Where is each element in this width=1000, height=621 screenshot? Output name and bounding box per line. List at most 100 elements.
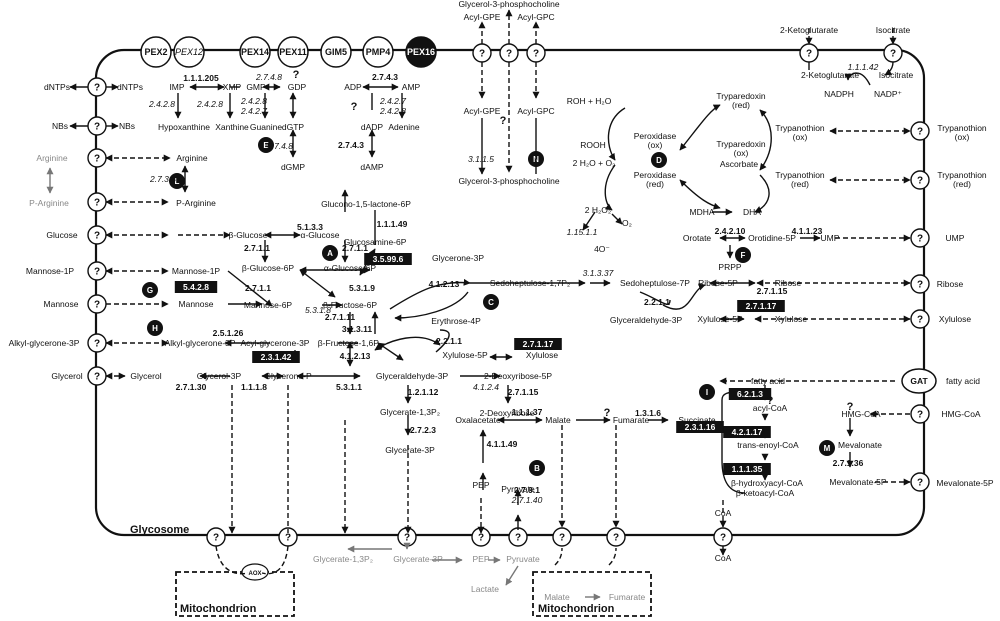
- enzyme-e27111: 2.7.1.11: [325, 312, 356, 322]
- pex12-label: PEX12: [175, 47, 203, 57]
- metabolite-trypanothion-ox-line1: (ox): [793, 132, 808, 142]
- metabolite-glycerone3p-top: Glycerone-3P: [432, 253, 484, 263]
- metabolite-a-glucose6p: α-Glucose-6P: [324, 263, 376, 273]
- enzyme-e27140: 2.7.1.40: [511, 495, 543, 505]
- metabolite-dgtp: dGTP: [282, 122, 305, 132]
- marker-a: [322, 245, 338, 261]
- marker-e-label: E: [263, 141, 269, 150]
- metabolite-trypanothion-red-line0: Trypanothion: [775, 170, 825, 180]
- enzyme-e27115b: 2.7.1.15: [757, 286, 788, 296]
- metabolite-a-glucose: α-Glucose: [301, 230, 340, 240]
- enzyme-e2748a: 2.7.4.8: [255, 72, 282, 82]
- metabolite-b-glucose: β-Glucose: [229, 230, 268, 240]
- transporter-unknown-2: ?: [94, 154, 100, 165]
- enzyme-e41123: 4.1.1.23: [792, 226, 823, 236]
- mitochondrion-left: [175, 571, 295, 617]
- enzyme-e2748b: 2.7.4.8: [266, 141, 293, 151]
- metabolite-pyruvate-out: Pyruvate: [506, 554, 540, 564]
- metabolite-glucose-out: Glucose: [46, 230, 77, 240]
- enzyme-e11137: 1.1.1.37: [512, 407, 543, 417]
- enzyme-box-e5428: [174, 281, 218, 293]
- metabolite-alkyl-out: Alkyl-glycerone-3P: [9, 338, 80, 348]
- metabolite-ketoglutarate-in: 2-Ketoglutarate: [801, 70, 859, 80]
- metabolite-NBs-in: NBs: [119, 121, 135, 131]
- metabolite-gluconolactone: Glucono-1,5-lactone-6P: [321, 199, 411, 209]
- enzyme-e2427b: 2.4.2.7: [379, 96, 406, 106]
- enzyme-e5133: 5.1.3.3: [297, 222, 323, 232]
- enzyme-e11205: 1.1.1.205: [183, 73, 219, 83]
- arrow-59: [374, 336, 441, 351]
- enzyme-box-e2711e: [737, 300, 785, 312]
- aox-label: AOX: [248, 571, 261, 577]
- metabolite-trypanothion-ox-line0: Trypanothion: [775, 123, 825, 133]
- marker-c: [483, 294, 499, 310]
- arrow-42: [227, 270, 273, 307]
- metabolite-fatty-acid-in: fatty acid: [751, 376, 785, 386]
- metabolite-mannose6p: Mannose-6P: [244, 300, 293, 310]
- metabolite-malate: Malate: [545, 415, 571, 425]
- enzyme-e23116: 2.3.1.16: [685, 422, 716, 432]
- metabolite-ribose-out: Ribose: [937, 279, 964, 289]
- metabolite-acyl-glycerone: Acyl-glycerone-3P: [241, 338, 310, 348]
- transporter-26: [552, 527, 572, 547]
- pex-proteins: PEX2 PEX12 PEX14 PEX11 GIM5 PMP4 PEX16: [140, 36, 437, 68]
- transporter-15: [910, 170, 930, 190]
- metabolite-hypoxanthine: Hypoxanthine: [158, 122, 210, 132]
- metabolite-tryparedoxin-ox-line0: Tryparedoxin: [716, 139, 766, 149]
- transporter-unknown-23: ?: [404, 533, 410, 544]
- metabolite-deoxyribose: 2-Deoxyribose: [480, 408, 535, 418]
- mitochondrion-left-label: Mitochondrion: [180, 603, 257, 615]
- metabolite-peroxidase-red-line1: (red): [646, 179, 664, 189]
- metabolite-ump-out: UMP: [946, 233, 965, 243]
- transporter-unknown-10: ?: [506, 49, 512, 60]
- arrow-105: [639, 291, 671, 305]
- metabolite-amp: AMP: [402, 82, 421, 92]
- metabolite-lactate: Lactate: [471, 584, 499, 594]
- enzyme-box-e2711d: [514, 338, 562, 350]
- transporter-unknown-6: ?: [94, 300, 100, 311]
- transporter-unknown-28: ?: [720, 533, 726, 544]
- metabolite-hmg-coa-out: HMG-CoA: [941, 409, 981, 419]
- metabolite-isocitrate-top: Isocitrate: [876, 25, 911, 35]
- transporter-unknown-12: ?: [806, 49, 812, 60]
- enzyme-e5319: 5.3.1.9: [349, 283, 375, 293]
- marker-m-label: M: [824, 444, 831, 453]
- pex16-label: PEX16: [407, 47, 435, 57]
- enzyme-e25126: 2.5.1.26: [213, 328, 244, 338]
- metabolite-peroxidase-ox-line1: (ox): [648, 140, 663, 150]
- metabolite-h2o-o2: 2 H₂O + O₂: [573, 158, 616, 168]
- arrow-93: [679, 179, 721, 210]
- enzyme-box-e23116: [676, 421, 724, 433]
- metabolite-dNTPs-in: dNTPs: [117, 82, 143, 92]
- metabolite-ribose5p: Ribose-5P: [698, 278, 738, 288]
- metabolite-coa-in: CoA: [715, 508, 732, 518]
- enzyme-e31337: 3.1.3.37: [583, 268, 614, 278]
- metabolite-b-glucose6p: β-Glucose-6P: [242, 263, 294, 273]
- arrow-106: [662, 283, 706, 310]
- aox-enzyme: [241, 563, 269, 581]
- transporter-unknown-9: ?: [479, 49, 485, 60]
- metabolite-acyl-gpc-in: Acyl-GPC: [517, 106, 554, 116]
- mitochondrion-right: [532, 571, 652, 617]
- enzyme-e2711a: 2.7.1.1: [244, 243, 270, 253]
- enzyme-e2211b: 2.2.1.1: [644, 297, 670, 307]
- metabolite-acyl-gpe-in: Acyl-GPE: [464, 106, 501, 116]
- enzyme-e12112: 1.2.1.12: [408, 387, 439, 397]
- enzyme-e2711d: 2.7.1.17: [523, 339, 554, 349]
- arrow-98: [611, 213, 623, 225]
- metabolite-guanine: Guanine: [250, 122, 282, 132]
- enzyme-e41213b: 4.1.2.13: [340, 351, 371, 361]
- enzyme-e27115a: 2.7.1.15: [508, 387, 539, 397]
- transporter-unknown-0: ?: [94, 83, 100, 94]
- arrow-92: [679, 104, 721, 151]
- metabolite-pep-out: PEP: [472, 554, 489, 564]
- pex2-label: PEX2: [144, 47, 167, 57]
- metabolite-glyceraldehyde3p: Glyceraldehyde-3P: [376, 371, 449, 381]
- metabolite-gmp: GMP: [246, 82, 266, 92]
- metabolite-p-arginine-in: P-Arginine: [176, 198, 216, 208]
- transporter-19: [910, 404, 930, 424]
- metabolite-gdp: GDP: [288, 82, 307, 92]
- enzyme-e27130: 2.7.1.30: [176, 382, 207, 392]
- transporter-unknown-26: ?: [559, 533, 565, 544]
